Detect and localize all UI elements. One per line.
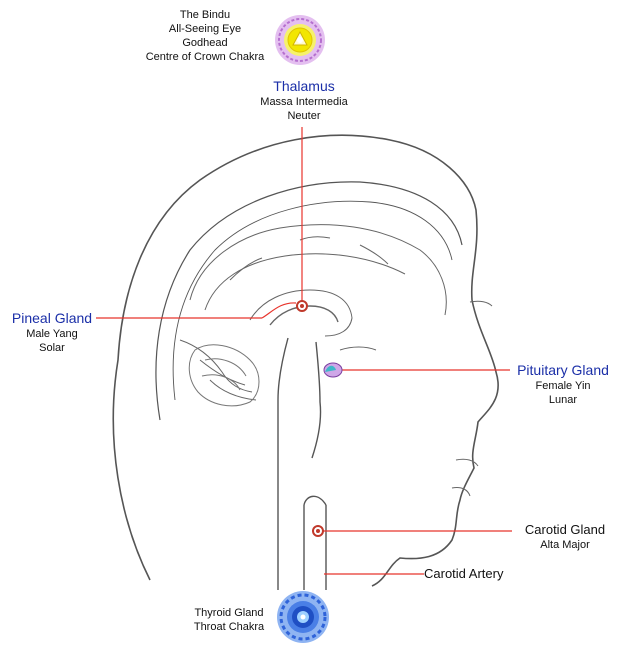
pituitary-label: Pituitary Gland Female Yin Lunar bbox=[505, 362, 621, 407]
leader-lines bbox=[96, 127, 512, 575]
face-sketch bbox=[339, 300, 493, 497]
carotid-gland-label: Carotid Gland Alta Major bbox=[510, 522, 620, 552]
brainstem-sketch bbox=[277, 337, 327, 590]
thyroid-label: Thyroid Gland Throat Chakra bbox=[193, 607, 265, 633]
pituitary-title: Pituitary Gland bbox=[517, 362, 609, 378]
brain-sketch bbox=[179, 224, 447, 401]
cerebellum-sketch bbox=[188, 344, 260, 407]
gland-markers bbox=[296, 300, 343, 537]
thalamus-title: Thalamus bbox=[273, 78, 335, 94]
carotid-artery-title: Carotid Artery bbox=[424, 566, 504, 581]
head-outline bbox=[112, 134, 499, 587]
carotid-artery-label: Carotid Artery bbox=[424, 566, 528, 582]
head-sketch bbox=[112, 134, 499, 587]
carotid-gland-title: Carotid Gland bbox=[524, 522, 606, 537]
skull-inner bbox=[155, 181, 463, 421]
thalamus-label: Thalamus Massa Intermedia Neuter bbox=[246, 78, 362, 123]
pineal-curve bbox=[261, 302, 297, 319]
bindu-label: The Bindu All-Seeing Eye Godhead Centre … bbox=[145, 9, 265, 63]
crown-chakra-icon bbox=[275, 15, 325, 65]
throat-chakra-icon bbox=[277, 591, 329, 643]
pineal-title: Pineal Gland bbox=[11, 310, 93, 326]
pineal-label: Pineal Gland Male Yang Solar bbox=[2, 310, 102, 355]
